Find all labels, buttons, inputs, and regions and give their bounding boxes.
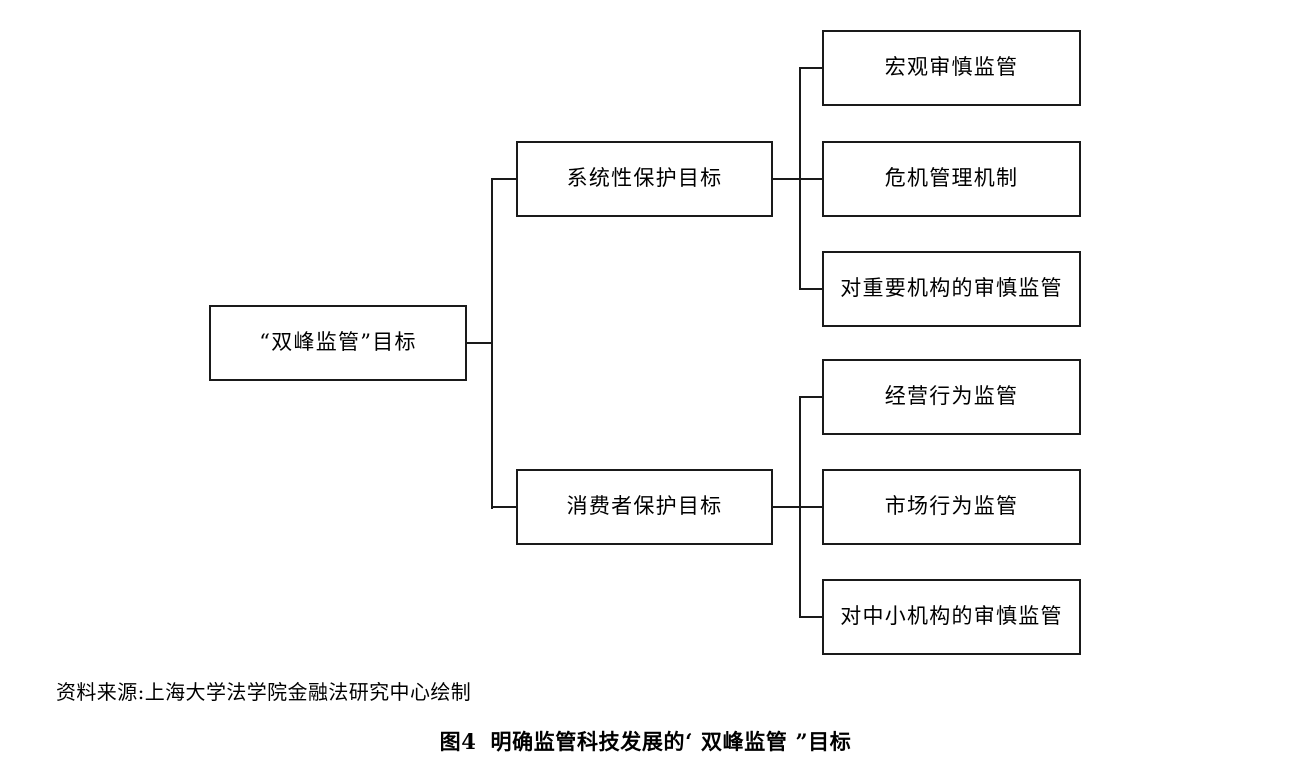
node-leaf-small-institutions: 对中小机构的审慎监管 — [822, 579, 1081, 655]
node-leaf-small-institutions-label: 对中小机构的审慎监管 — [840, 604, 1063, 629]
node-root: “双峰监管”目标 — [209, 305, 467, 381]
source-note: 资料来源:上海大学法学院金融法研究中心绘制 — [56, 680, 472, 704]
node-leaf-business-conduct-label: 经营行为监管 — [884, 384, 1019, 409]
node-leaf-market-conduct: 市场行为监管 — [822, 469, 1081, 545]
node-leaf-macroprudential-label: 宏观审慎监管 — [884, 55, 1019, 80]
connector-branch-0-to-leaf-1 — [799, 178, 824, 180]
connector-branch-1-to-leaf-0 — [799, 396, 824, 398]
node-branch-consumer-label: 消费者保护目标 — [566, 494, 723, 519]
node-leaf-macroprudential: 宏观审慎监管 — [822, 30, 1081, 106]
connector-root-to-branch-1 — [491, 506, 518, 508]
connector-branch-1-trunk — [773, 506, 801, 508]
node-branch-systemic: 系统性保护目标 — [516, 141, 773, 217]
node-leaf-important-institutions-label: 对重要机构的审慎监管 — [840, 276, 1063, 301]
node-branch-systemic-label: 系统性保护目标 — [566, 166, 723, 191]
connector-branch-1-to-leaf-1 — [799, 506, 824, 508]
node-leaf-market-conduct-label: 市场行为监管 — [884, 494, 1019, 519]
connector-branch-0-trunk — [773, 178, 801, 180]
figure-caption-text: 明确监管科技发展的‘ 双峰监管 ”目标 — [490, 729, 852, 754]
connector-root-spine — [491, 178, 493, 509]
node-leaf-crisis-management: 危机管理机制 — [822, 141, 1081, 217]
connector-root-trunk — [467, 342, 493, 344]
node-leaf-important-institutions: 对重要机构的审慎监管 — [822, 251, 1081, 327]
node-leaf-crisis-management-label: 危机管理机制 — [884, 166, 1019, 191]
connector-branch-1-to-leaf-2 — [799, 616, 824, 618]
connector-branch-0-to-leaf-2 — [799, 288, 824, 290]
node-root-label: “双峰监管”目标 — [259, 330, 417, 355]
connector-branch-0-to-leaf-0 — [799, 67, 824, 69]
node-branch-consumer: 消费者保护目标 — [516, 469, 773, 545]
node-leaf-business-conduct: 经营行为监管 — [822, 359, 1081, 435]
figure-caption: 图4 明确监管科技发展的‘ 双峰监管 ”目标 — [0, 726, 1291, 756]
figure-caption-number: 图4 — [439, 729, 477, 754]
connector-root-to-branch-0 — [491, 178, 518, 180]
